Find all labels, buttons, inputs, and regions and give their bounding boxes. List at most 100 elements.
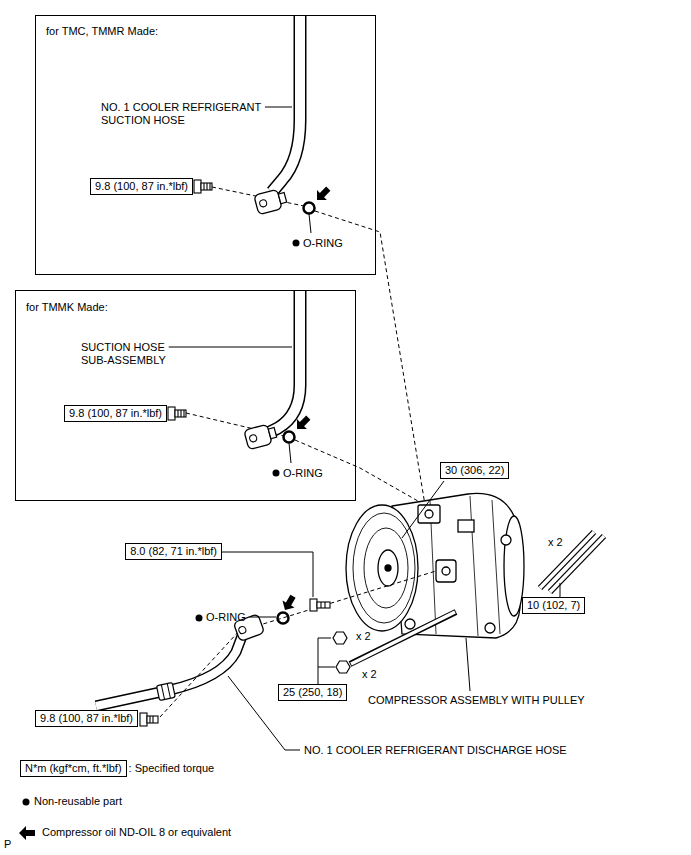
bolt bbox=[194, 180, 212, 193]
part-name: SUCTION HOSE SUB-ASSEMBLY bbox=[81, 341, 191, 367]
torque-box: 10 (102, 7) bbox=[522, 597, 585, 614]
torque-box: 25 (250, 18) bbox=[278, 684, 347, 701]
bolt bbox=[201, 183, 212, 190]
part-name: NO. 1 COOLER REFRIGERANT SUCTION HOSE bbox=[101, 101, 271, 127]
hose-fitting bbox=[259, 199, 268, 208]
oil-arrow bbox=[279, 593, 299, 614]
compressor-body bbox=[492, 500, 500, 634]
variant-panel: for TMC, TMMR Made: NO. 1 COOLER REFRIGER… bbox=[35, 15, 376, 275]
discharge-hose bbox=[96, 636, 242, 706]
legend-dot bbox=[23, 799, 30, 806]
leader-line bbox=[250, 617, 276, 618]
pulley bbox=[353, 513, 415, 623]
bolt bbox=[140, 713, 147, 726]
torque-value: 30 (306, 22) bbox=[445, 464, 504, 477]
nut bbox=[333, 632, 347, 644]
torque-value: 9.8 (100, 87 in.*lbf) bbox=[40, 712, 133, 725]
compressor-body bbox=[418, 505, 440, 523]
stud-bolt bbox=[540, 532, 594, 588]
hose-fitting bbox=[244, 423, 278, 450]
hose-clamp bbox=[157, 683, 176, 701]
bolt bbox=[317, 602, 330, 608]
torque-box: 9.8 (100, 87 in.*lbf) bbox=[90, 178, 193, 195]
torque-value: 9.8 (100, 87 in.*lbf) bbox=[95, 180, 188, 193]
panel-title: for TMC, TMMR Made: bbox=[46, 25, 158, 38]
quantity: x 2 bbox=[362, 668, 377, 681]
suction-hose bbox=[272, 16, 300, 192]
compressor-body bbox=[442, 567, 450, 575]
bolt bbox=[168, 407, 175, 420]
stud-bolt bbox=[540, 532, 594, 588]
suction-hose bbox=[272, 16, 300, 192]
part-name: COMPRESSOR ASSEMBLY WITH PULLEY bbox=[368, 694, 585, 707]
legend-entry: Non-reusable part bbox=[34, 795, 122, 808]
suction-hose bbox=[266, 291, 300, 434]
bolt bbox=[152, 716, 153, 723]
o-ring bbox=[304, 203, 315, 214]
long-bolt bbox=[336, 661, 350, 673]
torque-value: 10 (102, 7) bbox=[527, 599, 580, 612]
suction-hose bbox=[266, 291, 300, 434]
hose-fitting bbox=[238, 626, 247, 635]
bolt bbox=[203, 183, 204, 190]
compressor-body bbox=[485, 623, 495, 633]
panel-title: for TMMK Made: bbox=[26, 301, 108, 314]
bolt bbox=[183, 410, 184, 417]
leader-line bbox=[466, 638, 470, 691]
bolt bbox=[180, 410, 181, 417]
torque-box: N*m (kgf*cm, ft.*lbf) bbox=[20, 760, 127, 777]
part-name: O-RING bbox=[283, 467, 323, 480]
hose-fitting bbox=[254, 189, 282, 215]
discharge-hose bbox=[96, 636, 242, 706]
leader-line bbox=[318, 667, 335, 668]
oil-arrow bbox=[312, 184, 333, 205]
suction-hose bbox=[266, 291, 300, 434]
leader-line bbox=[309, 214, 311, 233]
pulley bbox=[385, 565, 391, 571]
o-ring bbox=[284, 432, 295, 443]
hose-fitting bbox=[278, 193, 286, 204]
variant-panel: for TMMK Made: SUCTION HOSE SUB-ASSEMBLY O… bbox=[15, 290, 356, 501]
bolt bbox=[168, 407, 186, 420]
leader-line bbox=[169, 347, 292, 348]
torque-box: 8.0 (82, 71 in.*lbf) bbox=[125, 543, 222, 560]
stud-bolt bbox=[540, 532, 604, 592]
leader-line bbox=[222, 481, 560, 750]
pulley bbox=[346, 505, 418, 631]
part-name: O-RING bbox=[206, 611, 246, 624]
bolt bbox=[206, 183, 207, 190]
dashed-guide bbox=[250, 571, 436, 628]
bolt bbox=[209, 183, 210, 190]
hose-fitting bbox=[254, 188, 288, 215]
pulley bbox=[364, 528, 408, 608]
leader-line bbox=[289, 443, 291, 463]
compressor-body bbox=[458, 520, 474, 532]
long-bolt bbox=[336, 612, 456, 673]
compressor-body bbox=[504, 516, 524, 616]
dashed-guide bbox=[160, 630, 240, 717]
compressor-body bbox=[425, 510, 433, 518]
legend-text: Non-reusable part bbox=[34, 795, 122, 808]
part-name: NO. 1 COOLER REFRIGERANT DISCHARGE HOSE bbox=[304, 744, 567, 757]
quantity: x 2 bbox=[356, 630, 371, 643]
torque-value: 25 (250, 18) bbox=[283, 686, 342, 699]
leader-line bbox=[222, 552, 313, 597]
part-name: O-RING bbox=[303, 237, 343, 250]
torque-value: 8.0 (82, 71 in.*lbf) bbox=[130, 545, 217, 558]
o-ring bbox=[278, 613, 289, 624]
bolt bbox=[175, 410, 186, 417]
hose-fitting bbox=[249, 434, 258, 443]
bolt bbox=[177, 410, 178, 417]
suction-hose bbox=[272, 16, 300, 192]
hose-fitting bbox=[244, 424, 272, 450]
torque-box: 30 (306, 22) bbox=[440, 462, 509, 479]
bolt bbox=[147, 716, 158, 723]
compressor-body bbox=[436, 560, 456, 582]
discharge-hose bbox=[96, 636, 242, 706]
pulley bbox=[378, 550, 398, 586]
leader-line bbox=[318, 638, 331, 684]
torque-value: 9.8 (100, 87 in.*lbf) bbox=[69, 407, 162, 420]
dashed-guide bbox=[315, 211, 425, 505]
leader-line bbox=[402, 481, 444, 538]
